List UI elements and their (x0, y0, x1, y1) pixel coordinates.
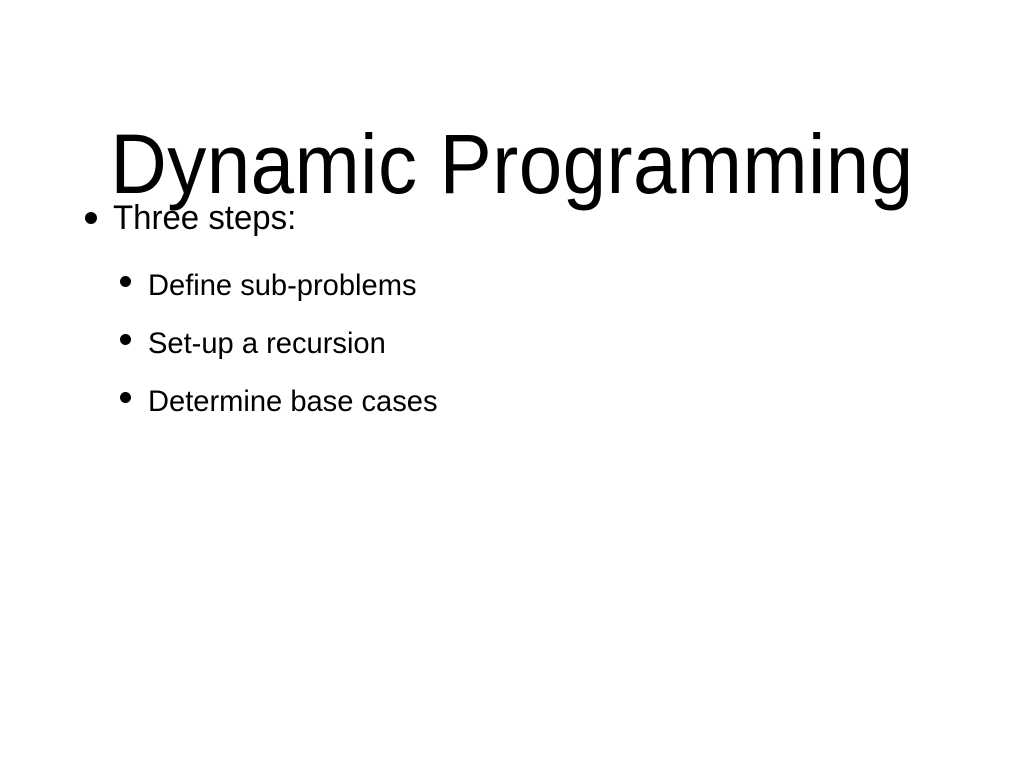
slide-title: Dynamic Programming (110, 117, 914, 212)
sub-bullet-item-define-sub-problems: Define sub-problems (0, 266, 1024, 324)
sub-bullet-list: Define sub-problems Set-up a recursion D… (0, 254, 1024, 440)
sub-bullet-item-label: Set-up a recursion (148, 327, 386, 360)
bullet-item-label: Three steps: (113, 199, 297, 237)
sub-bullet-item-label: Define sub-problems (148, 269, 417, 302)
bullet-dot-icon (120, 334, 131, 345)
bullet-dot-icon (120, 392, 131, 403)
bullet-dot-icon (85, 212, 97, 224)
sub-bullet-item-set-up-a-recursion: Set-up a recursion (0, 324, 1024, 382)
sub-bullet-item-determine-base-cases: Determine base cases (0, 382, 1024, 440)
bullet-dot-icon (120, 276, 131, 287)
slide-body-content: Three steps: Define sub-problems Set-up … (0, 196, 1024, 440)
bullet-item-three-steps: Three steps: (0, 196, 1024, 254)
sub-bullet-item-label: Determine base cases (148, 385, 438, 418)
